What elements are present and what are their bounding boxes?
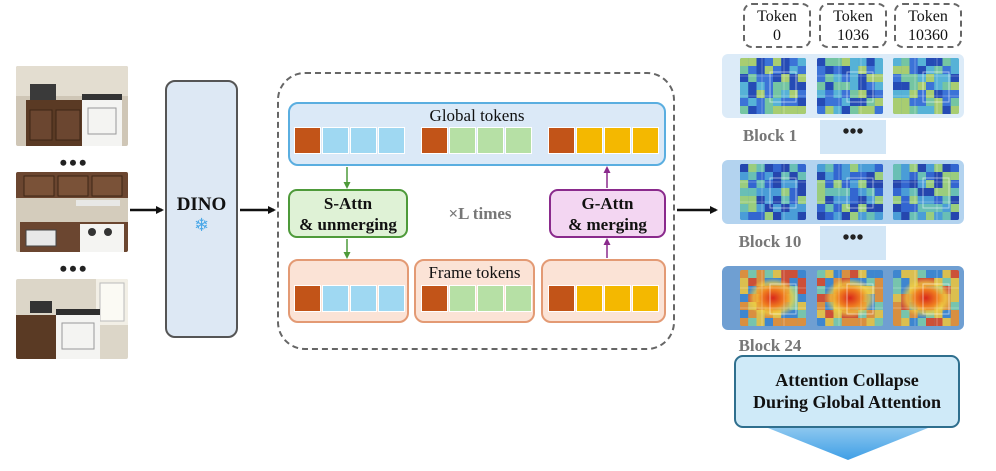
frame-camera-token <box>548 285 575 312</box>
frame-token <box>632 285 659 312</box>
token-header-word: Token <box>833 8 873 25</box>
global-token <box>477 127 504 154</box>
ellipsis-blocks-2: ••• <box>820 226 886 260</box>
dino-label: DINO <box>176 194 227 215</box>
collapse-line-2: During Global Attention <box>752 392 942 412</box>
global-token <box>576 127 603 154</box>
frame-token <box>576 285 603 312</box>
frame-token <box>322 285 349 312</box>
dino-encoder: DINO ❄ <box>165 80 238 338</box>
attention-heatmap <box>817 164 883 220</box>
frame-token <box>350 285 377 312</box>
token-header-word: Token <box>908 8 948 25</box>
token-header-index: 0 <box>773 27 781 44</box>
global-token <box>350 127 377 154</box>
global-token <box>449 127 476 154</box>
collapse-arrow-icon <box>768 428 928 460</box>
frame-camera-token <box>294 285 321 312</box>
s-attn-label: S-Attn <box>323 194 373 213</box>
attention-heatmap <box>740 164 806 220</box>
frame-token <box>604 285 631 312</box>
frame-token <box>449 285 476 312</box>
global-token <box>632 127 659 154</box>
g-attn-label: G-Attn <box>581 194 634 213</box>
ellipsis-2: ••• <box>59 256 89 281</box>
block-1-label: Block 1 <box>742 126 798 145</box>
frame-token <box>477 285 504 312</box>
token-header-word: Token <box>757 8 797 25</box>
collapse-line-1: Attention Collapse <box>775 370 919 390</box>
global-token <box>604 127 631 154</box>
token-header-0: Token 0 <box>743 3 811 48</box>
global-camera-token <box>294 127 321 154</box>
global-tokens-label: Global tokens <box>429 106 525 125</box>
frame-token <box>505 285 532 312</box>
input-photo-1 <box>16 66 128 146</box>
input-photo-2 <box>16 172 128 252</box>
snowflake-icon: ❄ <box>193 215 210 236</box>
attention-collapse-box: Attention Collapse During Global Attenti… <box>734 355 960 428</box>
global-token <box>505 127 532 154</box>
token-header-index: 1036 <box>837 27 869 44</box>
attention-heatmap <box>893 270 959 326</box>
attention-heatmap <box>817 270 883 326</box>
ellipsis-blocks-1: ••• <box>820 120 886 154</box>
transformer-block <box>277 72 675 350</box>
token-header-10360: Token 10360 <box>894 3 962 48</box>
attention-heatmap <box>893 58 959 114</box>
attention-heatmap <box>740 270 806 326</box>
token-header-1036: Token 1036 <box>819 3 887 48</box>
ellipsis-1: ••• <box>59 150 89 175</box>
frame-tokens-label: Frame tokens <box>428 263 521 282</box>
attention-heatmap <box>817 58 883 114</box>
global-token <box>322 127 349 154</box>
input-photo-3 <box>16 279 128 359</box>
unmerging-label: & unmerging <box>299 215 397 234</box>
frame-camera-token <box>421 285 448 312</box>
attention-heatmap <box>740 58 806 114</box>
global-camera-token <box>421 127 448 154</box>
global-camera-token <box>548 127 575 154</box>
block-24-label: Block 24 <box>738 336 802 355</box>
g-attn-merging-box: G-Attn & merging <box>549 189 666 238</box>
attention-heatmap <box>893 164 959 220</box>
s-attn-unmerging-box: S-Attn & unmerging <box>288 189 408 238</box>
global-token <box>378 127 405 154</box>
loop-times-label: ×L times <box>448 204 512 223</box>
token-header-index: 10360 <box>908 27 948 44</box>
block-10-label: Block 10 <box>738 232 802 251</box>
frame-token <box>378 285 405 312</box>
merging-label: & merging <box>568 215 647 234</box>
